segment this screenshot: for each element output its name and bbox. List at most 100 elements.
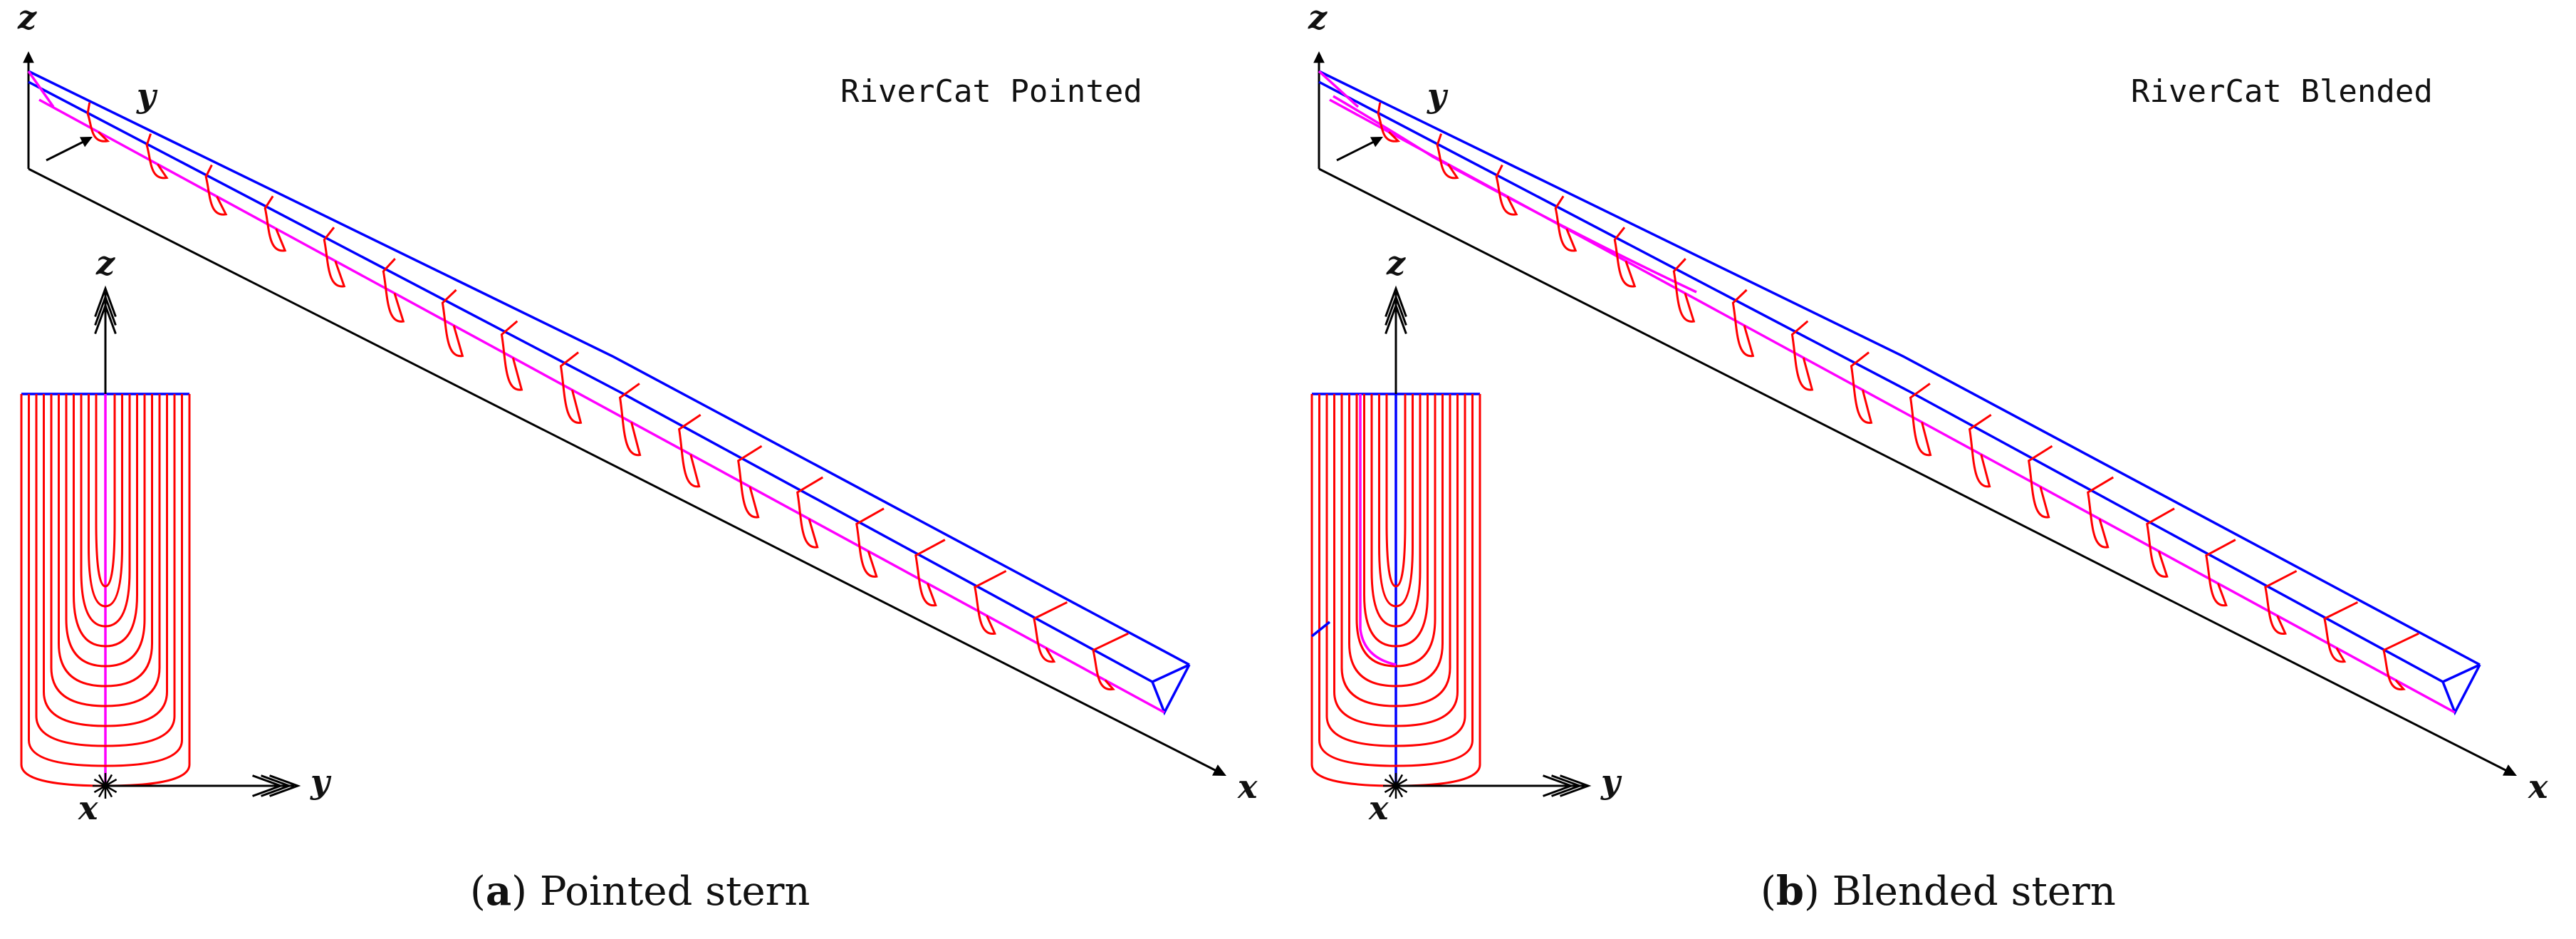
- panel-caption: (a) Pointed stern: [470, 868, 810, 915]
- cross-section-6: [382, 258, 405, 323]
- z-axis-arrowhead: [23, 51, 34, 63]
- caption-open-paren: (: [1761, 868, 1776, 915]
- origin-star-ray: [105, 778, 118, 787]
- cross-section-17: [2323, 601, 2359, 663]
- y-axis-arrowhead: [80, 137, 93, 147]
- body-plan-inset: z y x: [1310, 244, 1622, 827]
- body-plan-section-10: [1385, 394, 1407, 588]
- body-plan-section-2: [1325, 394, 1466, 747]
- cross-section-4: [1554, 195, 1578, 252]
- cross-section-14: [2146, 507, 2175, 578]
- cross-section-3: [1495, 164, 1518, 216]
- cross-section-3: [204, 164, 228, 216]
- y-axis-arrowhead: [1370, 137, 1383, 147]
- x-axis-line: [1318, 167, 2509, 773]
- cross-section-10: [1909, 383, 1932, 457]
- cross-section-7: [1731, 289, 1755, 357]
- hull-3d: [27, 70, 1191, 716]
- cross-section-16: [2264, 570, 2298, 635]
- body-plan-y-label: y: [310, 762, 332, 801]
- body-plan-chine-mark: [1310, 621, 1331, 638]
- body-plan-section-1: [1318, 394, 1474, 767]
- body-plan-section-5: [1348, 394, 1444, 688]
- body-plan-section-3: [1333, 394, 1459, 727]
- origin-star-ray: [105, 784, 118, 794]
- body-plan-section-1: [28, 394, 183, 767]
- cross-section-8: [500, 320, 523, 391]
- cross-section-11: [677, 414, 702, 488]
- cross-section-6: [1672, 258, 1696, 323]
- body-plan-z-arrowhead: [94, 285, 117, 334]
- cross-section-18: [2382, 632, 2419, 690]
- origin-star-ray: [1394, 785, 1404, 798]
- x-axis-label: x: [1237, 767, 1258, 806]
- cross-section-17: [1033, 601, 1068, 663]
- panel-caption: (b) Blended stern: [1761, 868, 2116, 915]
- transom-outline: [2441, 663, 2481, 716]
- deck-edge-inner: [28, 81, 1153, 683]
- x-axis-label: x: [2528, 767, 2548, 806]
- y-axis-line: [1336, 138, 1380, 162]
- origin-star-ray: [1388, 774, 1397, 787]
- caption-text: Blended stern: [1832, 868, 2116, 915]
- body-plan-z-label: z: [95, 244, 115, 282]
- body-plan-inset: zyx: [20, 244, 332, 827]
- caption-letter: a: [486, 868, 511, 915]
- cross-section-18: [1092, 632, 1129, 690]
- cross-section-9: [1850, 351, 1873, 424]
- cross-section-13: [796, 476, 824, 549]
- x-axis-arrowhead: [1212, 764, 1226, 776]
- hull-3d: [1318, 70, 2481, 716]
- panel-title: RiverCat Pointed: [840, 73, 1142, 110]
- cross-section-13: [2087, 476, 2114, 549]
- z-axis-label: z: [1308, 0, 1328, 36]
- stem-line: [27, 70, 55, 108]
- body-plan-y-label: y: [1600, 762, 1622, 801]
- origin-star-ray: [104, 774, 113, 787]
- cross-section-15: [2205, 539, 2236, 607]
- body-plan-section-6: [1355, 394, 1436, 668]
- cross-section-15: [914, 539, 946, 607]
- cross-section-12: [736, 445, 763, 519]
- blended-chine-line: [1333, 95, 1697, 294]
- body-plan-section-8: [80, 394, 131, 628]
- cross-section-16: [974, 570, 1007, 635]
- keel-line: [38, 98, 1165, 714]
- body-plan-section-10: [95, 394, 116, 588]
- origin-star-ray: [93, 778, 106, 787]
- y-axis-label: y: [1427, 76, 1449, 115]
- panel-b-blended-stern: RiverCat Blended x y z z y x (b) Blended stern: [1308, 0, 2548, 915]
- cross-section-8: [1790, 320, 1814, 391]
- body-plan-z-label: z: [1386, 244, 1406, 282]
- body-plan-z-arrowhead: [1385, 285, 1407, 334]
- cross-section-1: [1377, 102, 1401, 142]
- stem-line: [1318, 70, 1360, 108]
- origin-star-ray: [93, 784, 106, 794]
- caption-text: Pointed stern: [540, 868, 810, 915]
- deck-edge-outer: [28, 70, 1190, 666]
- z-axis-arrowhead: [1313, 51, 1325, 63]
- cross-section-4: [264, 195, 287, 252]
- y-axis-label: y: [136, 76, 158, 115]
- origin-star-ray: [1388, 785, 1397, 798]
- y-axis-line: [46, 138, 90, 162]
- origin-star-ray: [1384, 778, 1397, 787]
- caption-close-paren: ): [511, 868, 540, 915]
- cross-section-12: [2027, 445, 2053, 519]
- axes-3d: x y z: [17, 0, 1258, 806]
- cross-section-10: [618, 383, 642, 457]
- x-axis-arrowhead: [2503, 764, 2517, 776]
- origin-star-ray: [1395, 784, 1408, 794]
- body-plan-section-5: [58, 394, 153, 688]
- panel-title: RiverCat Blended: [2131, 73, 2433, 110]
- body-plan-section-9: [1378, 394, 1414, 608]
- origin-star-ray: [98, 785, 107, 798]
- z-axis-label: z: [17, 0, 37, 36]
- body-plan-section-4: [50, 394, 161, 707]
- body-plan-x-label: x: [1368, 789, 1389, 827]
- body-plan-section-4: [1340, 394, 1451, 707]
- body-plan-section-3: [43, 394, 168, 727]
- origin-star-ray: [104, 785, 113, 798]
- origin-star-ray: [98, 774, 107, 787]
